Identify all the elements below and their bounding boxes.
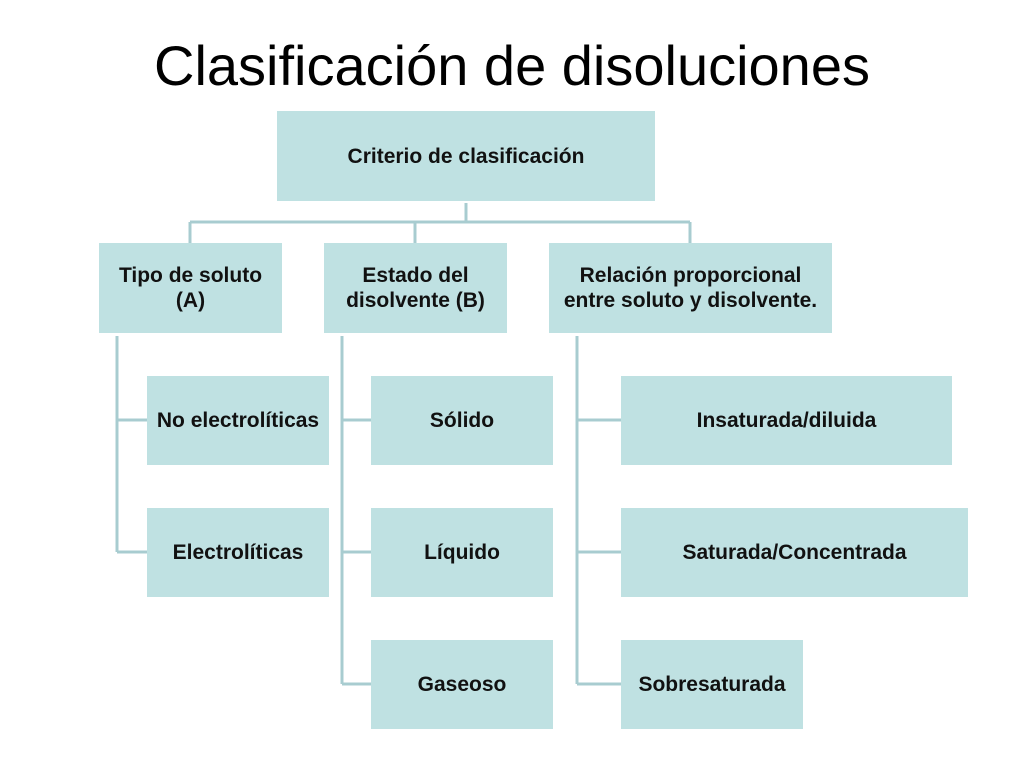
leaf-label: Insaturada/diluida xyxy=(696,409,877,432)
leaf-node: Electrolíticas xyxy=(147,508,329,597)
root-node: Criterio de clasificación xyxy=(277,111,655,201)
leaf-label: Sobresaturada xyxy=(638,673,786,696)
leaf-label: Saturada/Concentrada xyxy=(682,541,907,564)
leaf-node: Sólido xyxy=(371,376,553,465)
leaf-label: Sólido xyxy=(429,409,495,432)
leaf-label: No electrolíticas xyxy=(156,409,320,432)
leaf-node: Insaturada/diluida xyxy=(621,376,952,465)
category-node-proportion: Relación proporcional entre soluto y dis… xyxy=(549,243,832,333)
leaf-node: Sobresaturada xyxy=(621,640,803,729)
leaf-label: Líquido xyxy=(424,541,500,564)
category-label: Relación proporcional entre soluto y dis… xyxy=(563,264,818,312)
category-label: Tipo de soluto (A) xyxy=(118,264,263,312)
leaf-node: No electrolíticas xyxy=(147,376,329,465)
leaf-label: Electrolíticas xyxy=(172,541,304,564)
category-label: Estado del disolvente (B) xyxy=(346,264,485,312)
root-node-label: Criterio de clasificación xyxy=(347,144,585,168)
slide-title: Clasificación de disoluciones xyxy=(154,34,870,97)
category-node-solute-type: Tipo de soluto (A) xyxy=(99,243,282,333)
leaf-node: Líquido xyxy=(371,508,553,597)
category-node-solvent-state: Estado del disolvente (B) xyxy=(324,243,507,333)
leaf-node: Saturada/Concentrada xyxy=(621,508,968,597)
leaf-node: Gaseoso xyxy=(371,640,553,729)
leaf-label: Gaseoso xyxy=(417,673,507,696)
